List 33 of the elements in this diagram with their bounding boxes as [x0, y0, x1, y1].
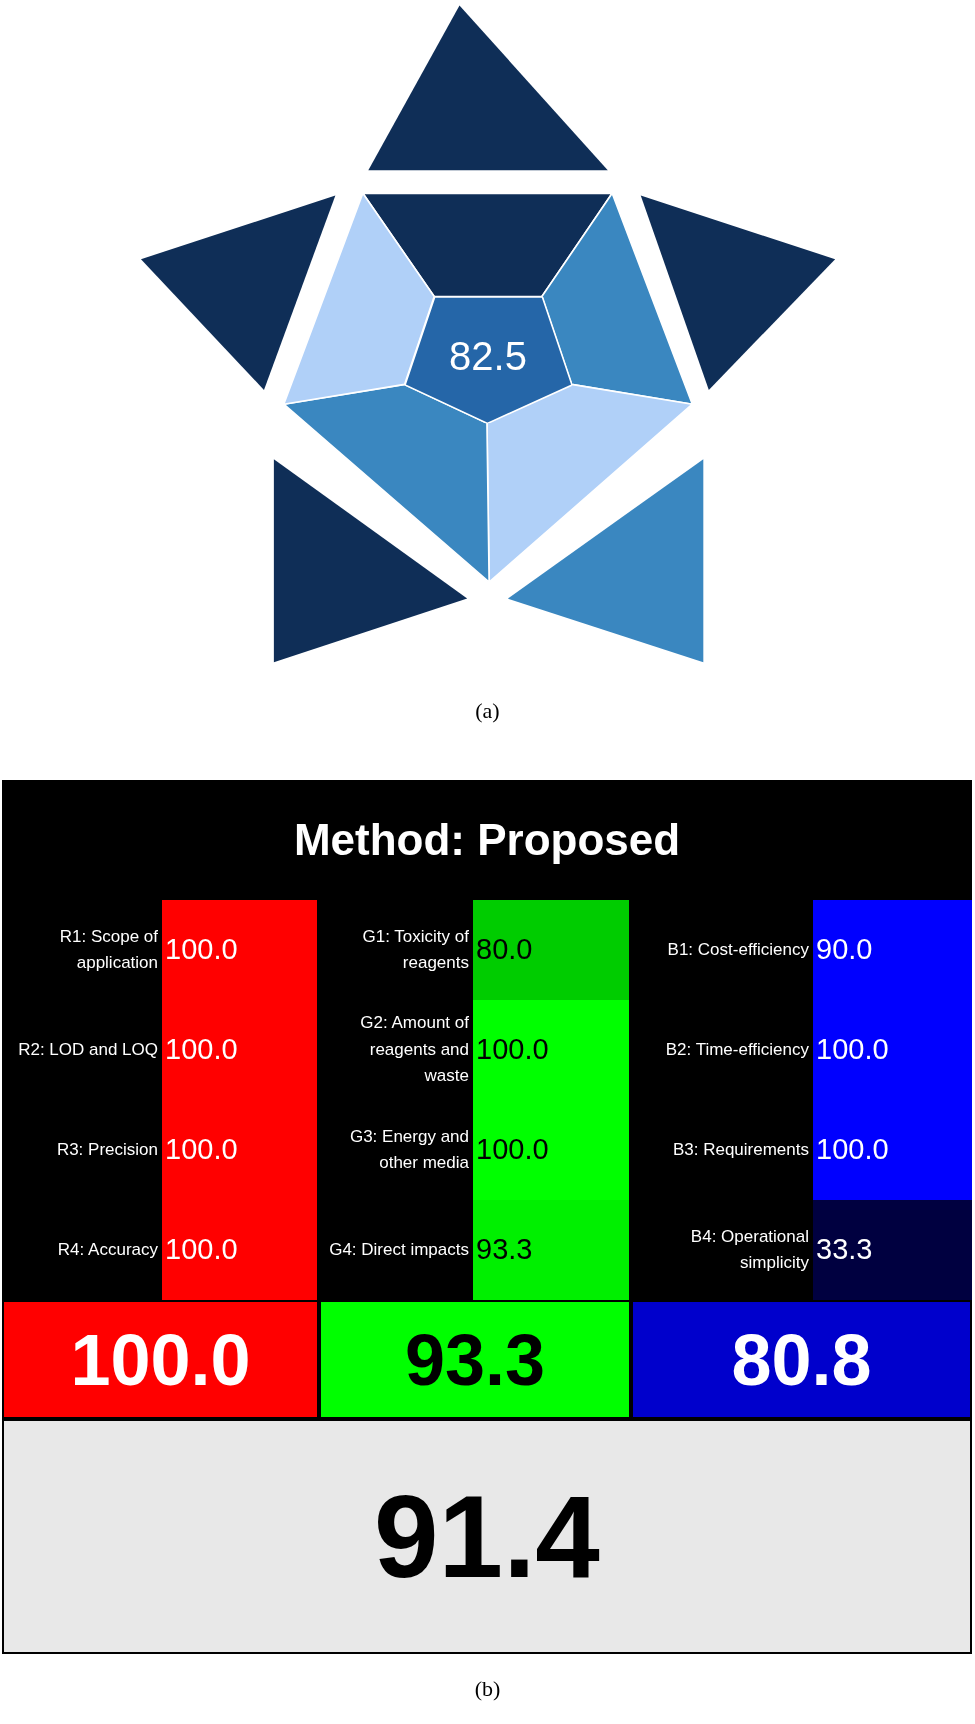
- criterion-score-cell: 33.3: [813, 1200, 972, 1300]
- criterion-score-cell: 100.0: [473, 1000, 629, 1100]
- panel-caption: (b): [474, 1675, 501, 1703]
- criterion-label: B3: Requirements: [672, 1138, 809, 1161]
- criterion-label: R3: Precision: [56, 1138, 158, 1161]
- criterion-label: R2: LOD and LOQ: [18, 1038, 158, 1061]
- criterion-score-cell: 100.0: [162, 900, 317, 1000]
- criterion-score-cell: 100.0: [813, 1100, 972, 1200]
- criterion-score-cell: 100.0: [162, 1200, 317, 1300]
- panel-caption: (a): [475, 697, 500, 725]
- pentagon-score: [404, 296, 572, 424]
- overall-score-cell: 91.4: [2, 1419, 972, 1654]
- criterion-label: G1: Toxicity of reagents: [361, 925, 469, 974]
- criterion-label: R4: Accuracy: [57, 1238, 158, 1261]
- criterion-score-cell: 100.0: [813, 1000, 972, 1100]
- criterion-score-cell: 90.0: [813, 900, 972, 1000]
- criterion-label: G3: Energy and other media: [348, 1125, 469, 1174]
- table-title: Method: Proposed: [293, 814, 681, 866]
- criterion-label: R1: Scope of application: [58, 925, 158, 974]
- criterion-label: G4: Direct impacts: [329, 1238, 469, 1261]
- criterion-label: B4: Operational simplicity: [689, 1225, 809, 1274]
- criterion-score-cell: 100.0: [473, 1100, 629, 1200]
- category-score-cell: 93.3: [319, 1300, 631, 1419]
- criterion-score-cell: 80.0: [473, 900, 629, 1000]
- category-score-cell: 80.8: [631, 1300, 972, 1419]
- criterion-score-cell: 100.0: [162, 1000, 317, 1100]
- criterion-score-cell: 100.0: [162, 1100, 317, 1200]
- score-text: 82.5: [449, 333, 527, 380]
- category-score-cell: 100.0: [2, 1300, 319, 1419]
- criterion-label: B2: Time-efficiency: [665, 1038, 809, 1061]
- criterion-label: B1: Cost-efficiency: [667, 938, 809, 961]
- criterion-score-cell: 93.3: [473, 1200, 629, 1300]
- criterion-label: G2: Amount of reagents and waste: [359, 1012, 469, 1088]
